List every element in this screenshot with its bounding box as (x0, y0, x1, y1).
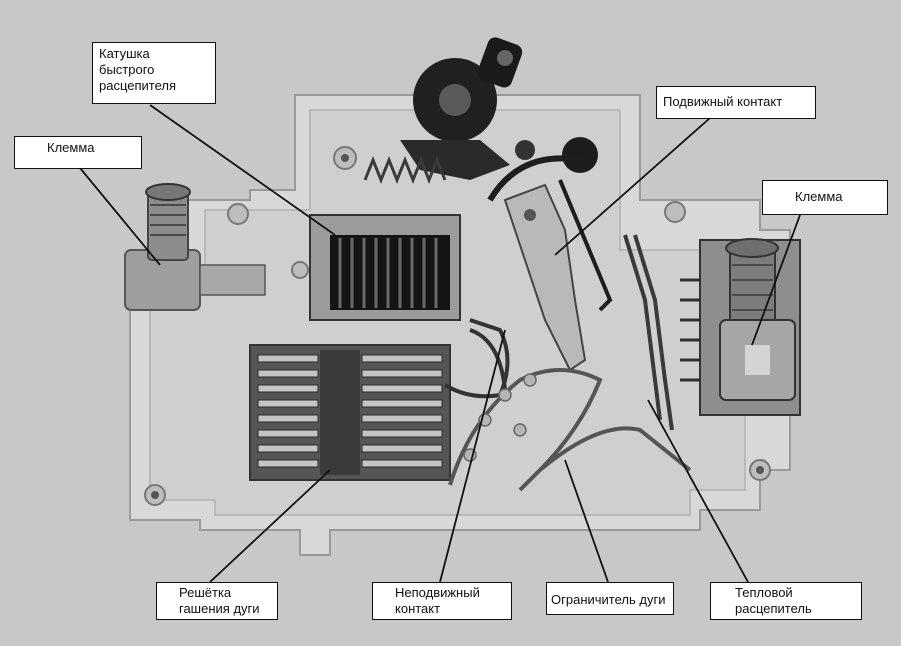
arc-chute-grid (249, 344, 451, 481)
leader-arc-limiter (564, 459, 609, 583)
label-moving-contact: Подвижный контакт (656, 86, 816, 119)
leader-fixed-contact (439, 329, 506, 583)
label-terminal-left: Клемма (14, 136, 142, 169)
label-terminal-right: Клемма (762, 180, 888, 215)
leader-coil (149, 104, 336, 236)
leader-moving-contact (554, 117, 711, 256)
top-spring (363, 155, 447, 185)
leader-lines (79, 104, 801, 583)
thermal-bimetal (623, 234, 674, 431)
leader-terminal-left (79, 167, 161, 266)
leader-terminal-right (751, 214, 801, 346)
leader-thermal-release (647, 399, 749, 583)
label-arc-grid: Решётка гашения дуги (156, 582, 278, 620)
label-thermal-release: Тепловой расцепитель (710, 582, 862, 620)
right-terminal (680, 238, 801, 416)
label-coil: Катушка быстрого расцепителя (92, 42, 216, 104)
magnetic-coil (309, 214, 461, 321)
toggle-mechanism (400, 37, 598, 180)
label-fixed-contact: Неподвижный контакт (372, 582, 512, 620)
arc-runner (448, 368, 692, 492)
leader-arc-grid (209, 469, 331, 583)
label-arc-limiter: Ограничитель дуги (546, 582, 674, 615)
left-terminal (124, 183, 266, 311)
moving-contact-lever (487, 155, 613, 372)
